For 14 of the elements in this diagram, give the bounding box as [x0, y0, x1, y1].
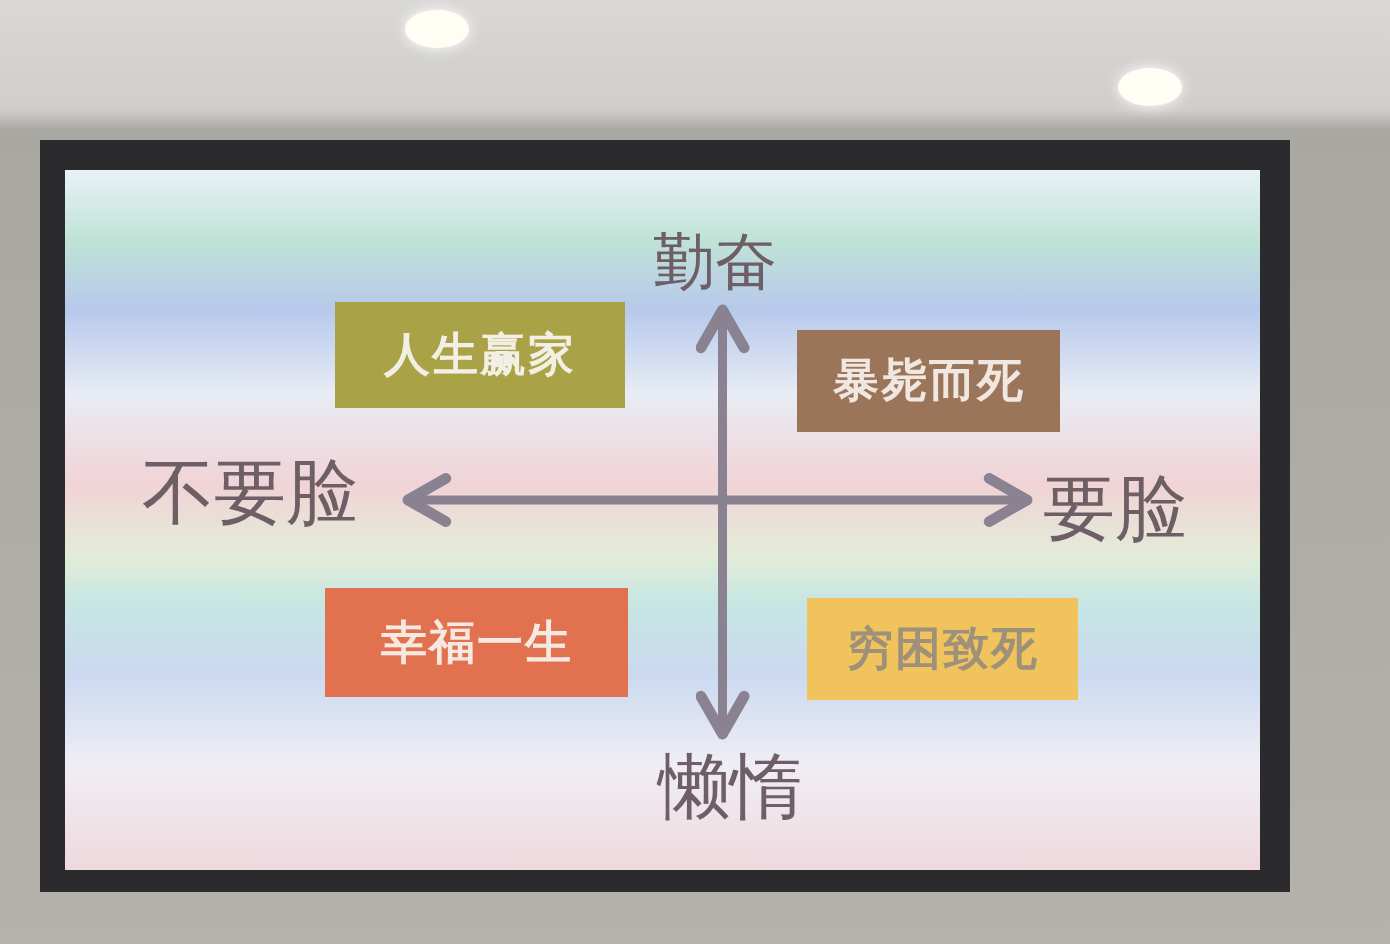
axis-label: 要脸	[1043, 472, 1187, 544]
quadrant-box	[797, 330, 1060, 432]
quadrant-label: 幸福一生	[380, 613, 573, 671]
double-arrow	[402, 473, 1033, 527]
quadrant-label: 穷困致死	[846, 620, 1039, 677]
axis-label: 勤奋	[653, 231, 777, 293]
axis-label: 懒惰	[658, 750, 802, 822]
quadrant-label: 暴毙而死	[832, 352, 1025, 409]
quadrant-box	[325, 588, 628, 697]
quadrant-label: 人生赢家	[384, 326, 576, 383]
axis-label: 不要脸	[142, 456, 358, 528]
quadrant-box	[807, 598, 1078, 700]
double-arrow	[695, 304, 750, 740]
quadrant-box	[335, 302, 625, 408]
